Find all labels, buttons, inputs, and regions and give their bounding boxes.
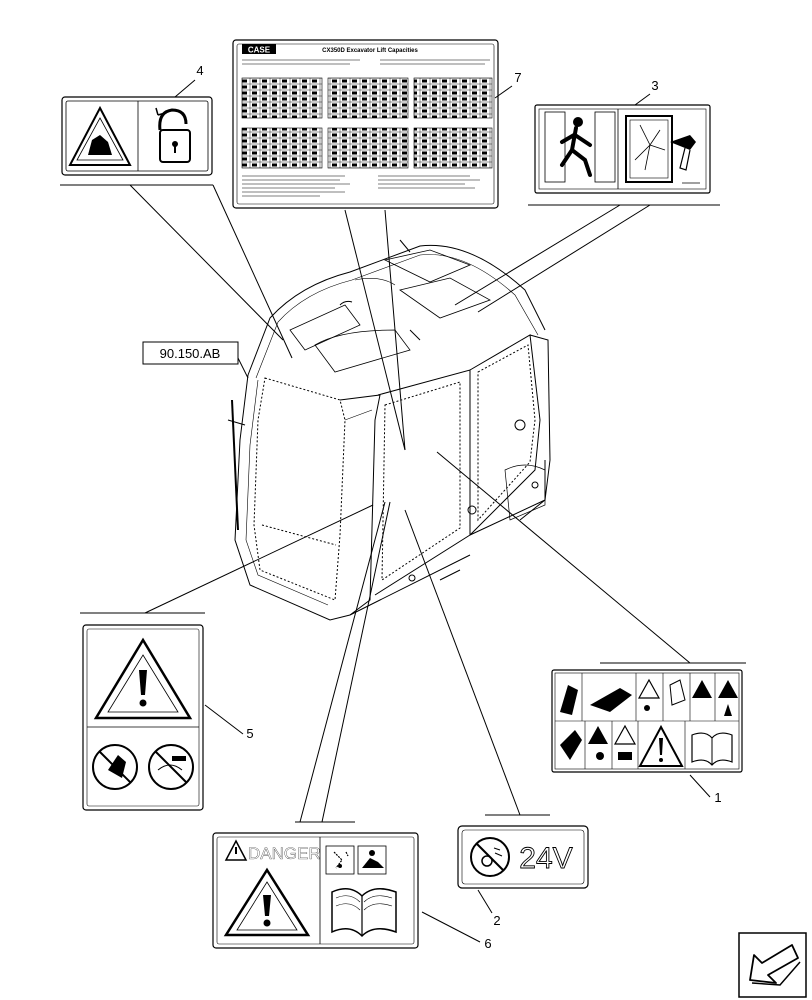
reference-code: 90.150.AB <box>160 346 221 361</box>
decal-3[interactable] <box>534 104 711 194</box>
callout-6: 6 <box>484 936 491 951</box>
brand-logo: CASE <box>242 44 276 55</box>
warning-triangle-icon <box>68 105 132 166</box>
decal-5[interactable] <box>82 624 204 811</box>
safety-icons-row <box>560 724 637 760</box>
callout-3: 3 <box>651 78 658 93</box>
cab-drawing <box>227 239 551 621</box>
glass-breaker-icon <box>625 115 700 184</box>
callout-7: 7 <box>514 70 521 85</box>
open-book-icon <box>691 732 733 766</box>
warning-triangle-icon <box>93 637 193 720</box>
decal-4[interactable] <box>61 96 213 176</box>
danger-heading: DANGER <box>248 844 321 863</box>
voltage-label: 24V <box>519 842 572 875</box>
arrow-down-left-icon <box>749 944 801 986</box>
warning-triangle-icon <box>223 867 311 937</box>
warning-triangle-icon <box>637 678 738 716</box>
no-step-icon <box>92 744 138 790</box>
decal-1[interactable] <box>551 669 743 773</box>
leader-lines <box>60 184 746 823</box>
decal-6-danger[interactable]: DANGER <box>212 832 419 949</box>
reference-box[interactable]: 90.150.AB <box>142 341 239 365</box>
electrical-hazard-icon <box>325 845 355 875</box>
no-jump-start-icon <box>470 837 510 877</box>
danger-header: DANGER <box>224 839 321 863</box>
crush-hazard-icon <box>357 845 387 875</box>
excavator-boom-icon <box>560 685 632 715</box>
emergency-exit-icon <box>544 111 616 183</box>
callout-4: 4 <box>196 63 203 78</box>
callout-5: 5 <box>246 726 253 741</box>
next-page-button[interactable] <box>738 932 807 998</box>
lift-chart-title: CX350D Excavator Lift Capacities <box>322 48 418 54</box>
callout-2: 2 <box>493 913 500 928</box>
open-book-icon <box>331 888 397 938</box>
decal-2-voltage[interactable]: 24V <box>457 825 589 889</box>
svg-text:CASE: CASE <box>248 46 271 55</box>
padlock-icon <box>155 107 191 163</box>
lift-tables <box>241 59 493 197</box>
decal-7-lift-chart[interactable]: CASE CX350D Excavator Lift Capacities <box>232 39 499 209</box>
no-slip-icon <box>148 744 194 790</box>
callout-1: 1 <box>714 790 721 805</box>
warning-triangle-icon <box>638 724 684 767</box>
